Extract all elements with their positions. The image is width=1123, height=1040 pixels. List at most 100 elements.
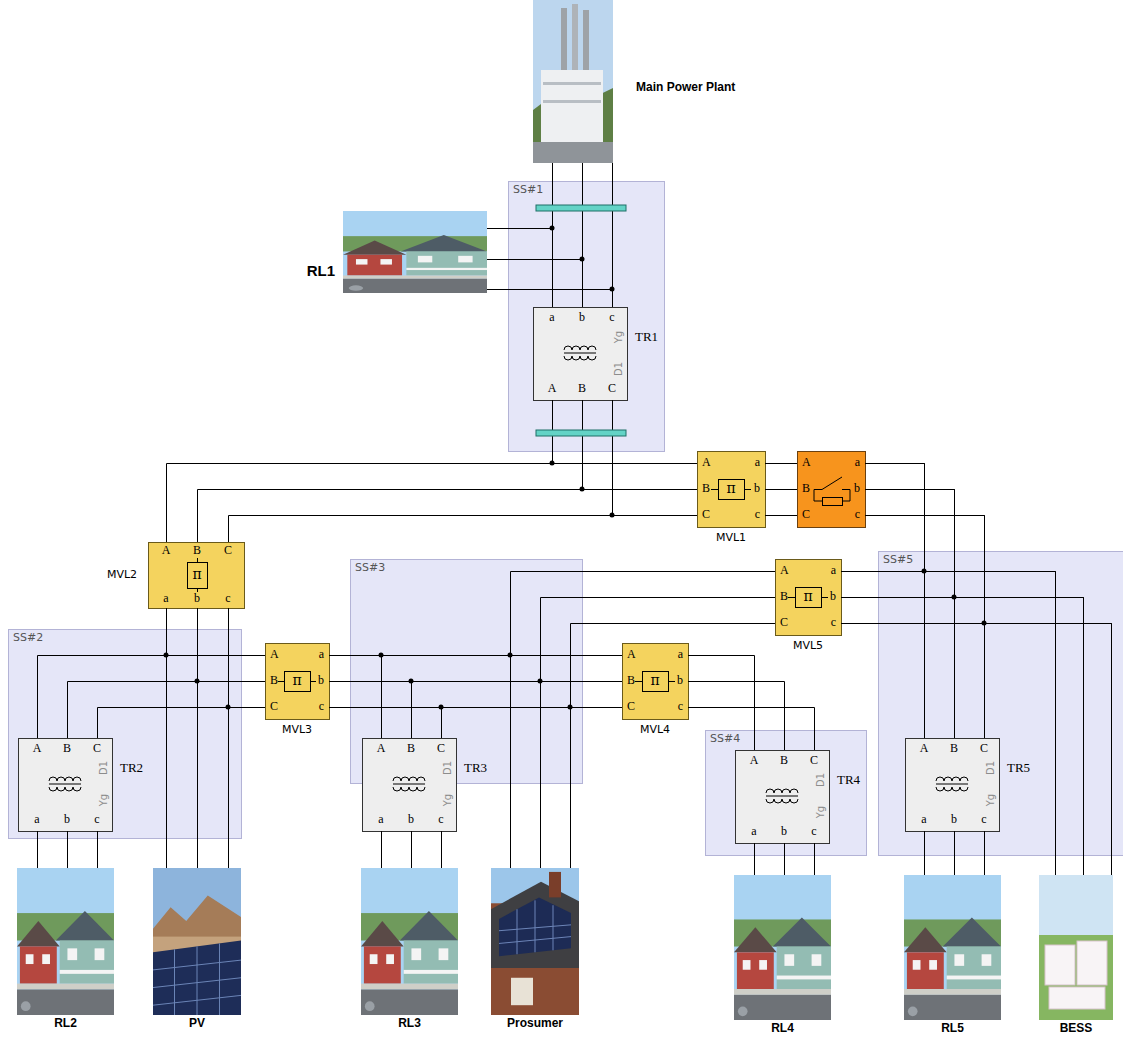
junction-dot [610, 287, 615, 292]
transformer-block: ABCD1YgabcTR5 [905, 738, 999, 831]
pin-letter: C [780, 616, 788, 629]
pin-letter: C [627, 700, 635, 713]
pin-letter: B [627, 674, 635, 687]
phase-wire [688, 656, 755, 751]
pi-symbol: π [726, 481, 735, 496]
line-body [266, 644, 330, 720]
power-plant-picture [533, 0, 613, 163]
phase-wire [198, 400, 583, 542]
phase-wire [37, 831, 38, 868]
phase-wire [865, 464, 1056, 876]
pin-letter: b [754, 482, 760, 495]
pin-letter: a [755, 456, 760, 469]
pin-letter: a [319, 648, 324, 661]
pin-letter: b [64, 813, 70, 826]
pin-letter: A [802, 456, 811, 469]
pin-letter: B [407, 742, 415, 755]
phase-wire [754, 843, 755, 875]
picture-block: RL5 [904, 875, 1001, 1020]
pin-letter: b [830, 590, 836, 603]
phase-wire [924, 831, 925, 875]
phase-wire [784, 843, 785, 875]
pin-letter: b [951, 813, 957, 826]
pin-letter: A [162, 544, 171, 557]
bus-bar [536, 430, 626, 436]
three-phase-line [329, 656, 442, 739]
block-label: MVL4 [640, 724, 670, 736]
block-label: MVL1 [716, 532, 746, 544]
resistor-symbol [823, 498, 843, 506]
substation-band [9, 630, 242, 839]
pin-letter: B [950, 742, 958, 755]
block-label: MVL2 [107, 569, 137, 581]
pin-letter: b [677, 674, 683, 687]
pin-letter: a [921, 813, 926, 826]
phase-wire [329, 707, 622, 708]
pin-letter: A [377, 742, 386, 755]
phase-wire [381, 831, 382, 868]
solar-farm-picture [153, 868, 241, 1015]
node-label: RL3 [398, 1017, 421, 1030]
pin-letter: C [702, 508, 710, 521]
line-block: ABCabcπMVL2 [148, 542, 244, 608]
pin-letter: c [831, 616, 836, 629]
three-phase-line [511, 572, 776, 869]
pin-letter: a [549, 311, 554, 324]
line-block: ABCabcπMVL4 [622, 643, 688, 719]
phase-wire [329, 708, 442, 739]
phase-wire [765, 463, 797, 464]
pin-letter: A [920, 742, 929, 755]
substation-label: SS#4 [710, 733, 740, 745]
picture-block: RL4 [734, 875, 831, 1020]
block-label: TR2 [120, 761, 143, 775]
winding-label: Yg [613, 331, 624, 343]
pin-letter: b [579, 311, 585, 324]
pin-letter: C [810, 754, 818, 767]
junction-dot [952, 595, 957, 600]
substation-band: SS#2ABCD1YgabcTR2 [8, 629, 241, 838]
line-block: ABCabcπMVL3 [265, 643, 329, 719]
phase-wire [487, 163, 613, 290]
pin-letter: C [437, 742, 445, 755]
three-phase-line [553, 400, 698, 516]
pin-letter: B [780, 590, 788, 603]
junction-dot [508, 653, 513, 658]
pin-letter: c [319, 700, 324, 713]
bus-bar [536, 205, 626, 211]
pin-letter: A [780, 564, 789, 577]
phase-wire [841, 624, 985, 739]
phase-wire [865, 490, 1084, 876]
pin-letter: C [93, 742, 101, 755]
pin-letter: C [270, 700, 278, 713]
node-label: Prosumer [507, 1017, 563, 1030]
pin-letter: a [678, 648, 683, 661]
substation-band: SS#1abcYgD1ABCTR1 [508, 181, 664, 451]
pi-symbol: π [650, 673, 659, 688]
block-label: TR1 [635, 330, 658, 344]
phase-wire [865, 490, 955, 739]
three-phase-line [329, 656, 571, 869]
three-phase-line [865, 464, 1112, 876]
substation-label: SS#5 [883, 554, 913, 566]
block-label: TR5 [1007, 761, 1030, 775]
phase-wire [865, 516, 1112, 876]
phase-wire [329, 656, 511, 869]
junction-dot [550, 226, 555, 231]
junction-dot [164, 653, 169, 658]
junction-dots [164, 226, 987, 710]
three-phase-line [841, 572, 985, 739]
three-phase-line [167, 608, 266, 708]
pin-letter: c [811, 825, 816, 838]
breaker-block: ABCabc [797, 451, 865, 527]
substation-label: SS#2 [13, 632, 43, 644]
pin-letter: a [831, 564, 836, 577]
houses-picture [904, 875, 1001, 1020]
transformer-block: ABCD1YgabcTR4 [735, 750, 829, 843]
phase-wire [67, 831, 68, 868]
pin-letter: C [224, 544, 232, 557]
node-label: Main Power Plant [636, 81, 735, 94]
phase-wire [613, 400, 698, 516]
pin-letter: c [678, 700, 683, 713]
transformer-body [363, 739, 457, 832]
